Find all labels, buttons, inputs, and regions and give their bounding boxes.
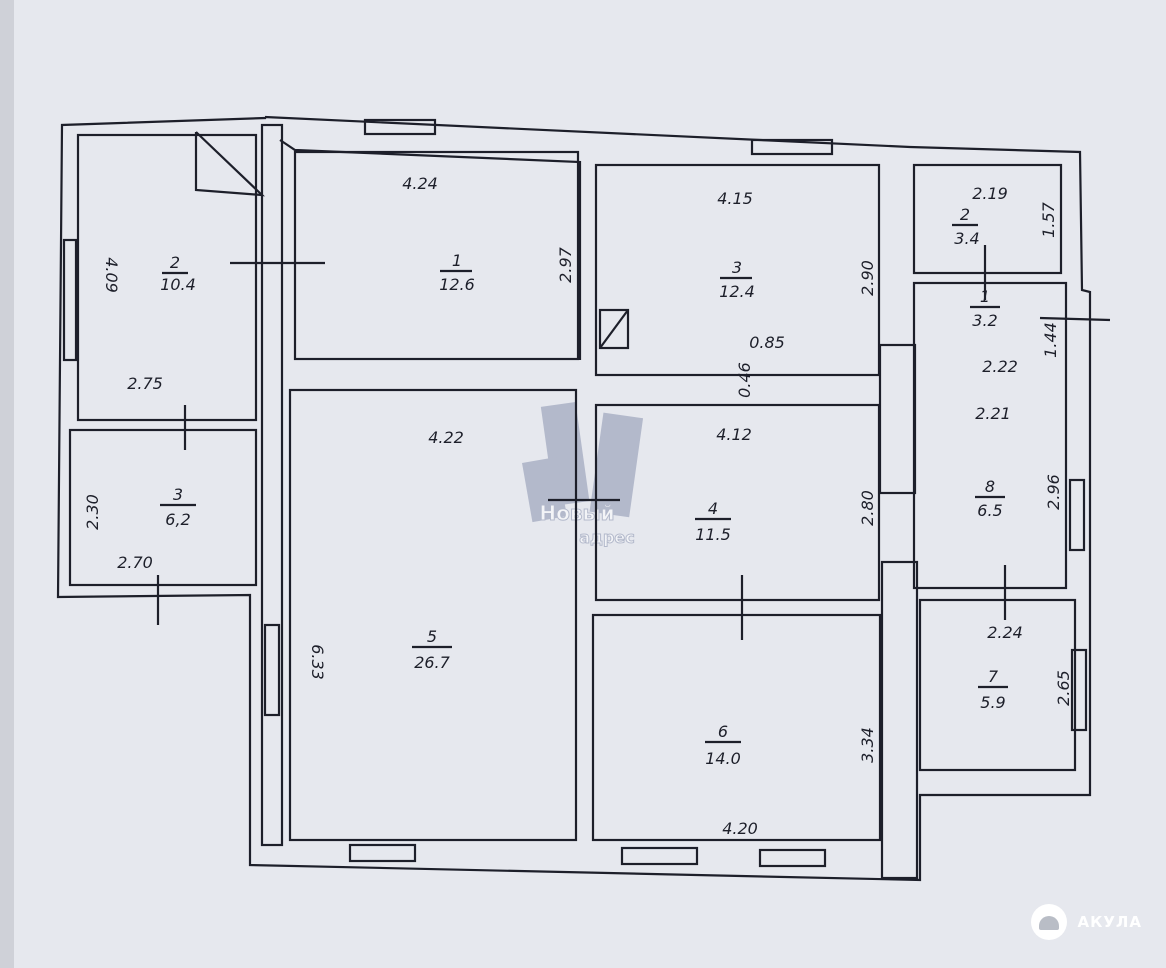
svg-text:адрес: адрес [579, 528, 635, 547]
svg-text:4: 4 [708, 499, 718, 518]
dim-label: 4.15 [717, 189, 753, 208]
dim-label: 0.46 [735, 362, 754, 398]
svg-text:6: 6 [718, 722, 728, 741]
dim-label: 4.09 [102, 257, 121, 293]
room-label: 86.5 [975, 477, 1005, 520]
dim-label: 2.21 [975, 404, 1011, 423]
room-label: 526.7 [412, 627, 452, 672]
svg-text:8: 8 [985, 477, 995, 496]
room-label: 75.9 [978, 667, 1008, 712]
dim-label: 2.19 [972, 184, 1008, 203]
svg-text:12.4: 12.4 [719, 282, 755, 301]
svg-text:1: 1 [452, 251, 462, 270]
walls [56, 115, 1111, 882]
svg-text:6.5: 6.5 [977, 501, 1002, 520]
dim-label: 4.20 [722, 819, 758, 838]
svg-text:3: 3 [732, 258, 742, 277]
svg-text:6,2: 6,2 [165, 510, 190, 529]
dim-label: 2.22 [982, 357, 1018, 376]
svg-text:3.4: 3.4 [954, 229, 979, 248]
svg-text:10.4: 10.4 [160, 275, 196, 294]
dim-label: 2.97 [556, 246, 575, 282]
room-label: 312.4 [719, 258, 755, 301]
dim-label: 2.80 [858, 490, 877, 526]
dim-label: 4.24 [402, 174, 438, 193]
dim-label: 1.44 [1041, 322, 1060, 358]
svg-text:5.9: 5.9 [980, 693, 1005, 712]
dimension-labels: 4.24 2.97 4.15 2.90 2.19 1.57 4.09 2.75 … [83, 174, 1073, 838]
dim-label: 2.90 [858, 260, 877, 296]
brand-name: АКУЛА [1077, 913, 1142, 931]
dim-label: 0.85 [749, 333, 785, 352]
svg-text:3.2: 3.2 [972, 311, 997, 330]
svg-text:11.5: 11.5 [695, 525, 731, 544]
brand-logo: АКУЛА [1031, 904, 1142, 940]
room-label: 210.4 [160, 253, 196, 294]
dim-label: 3.34 [858, 727, 877, 763]
svg-text:12.6: 12.6 [439, 275, 475, 294]
dim-label: 2.75 [127, 374, 163, 393]
svg-text:5: 5 [427, 627, 437, 646]
dim-label: 4.12 [716, 425, 752, 444]
room-label: 23.4 [952, 205, 980, 248]
svg-text:7: 7 [988, 667, 999, 686]
room-label: 112.6 [439, 251, 475, 294]
room-label: 36,2 [160, 485, 196, 529]
dim-label: 4.22 [428, 428, 464, 447]
svg-text:14.0: 14.0 [705, 749, 741, 768]
dim-label: 2.70 [117, 553, 153, 572]
shark-icon [1031, 904, 1068, 940]
svg-text:3: 3 [173, 485, 183, 504]
dim-label: 2.65 [1054, 670, 1073, 706]
svg-text:26.7: 26.7 [414, 653, 450, 672]
room-labels: 210.4 112.6 312.4 23.4 13.2 36,2 86.5 41… [160, 205, 1008, 768]
dim-label: 1.57 [1039, 201, 1058, 237]
dim-label: 6.33 [308, 644, 327, 680]
dim-label: 2.24 [987, 623, 1023, 642]
room-label: 13.2 [970, 287, 1000, 330]
svg-text:2: 2 [170, 253, 180, 272]
room-label: 614.0 [705, 722, 741, 768]
watermark-logo: Новый адрес [522, 401, 644, 548]
svg-text:1: 1 [980, 287, 990, 306]
dim-label: 2.96 [1044, 474, 1063, 510]
svg-text:2: 2 [960, 205, 970, 224]
dim-label: 2.30 [83, 494, 102, 530]
room-label: 411.5 [695, 499, 731, 544]
